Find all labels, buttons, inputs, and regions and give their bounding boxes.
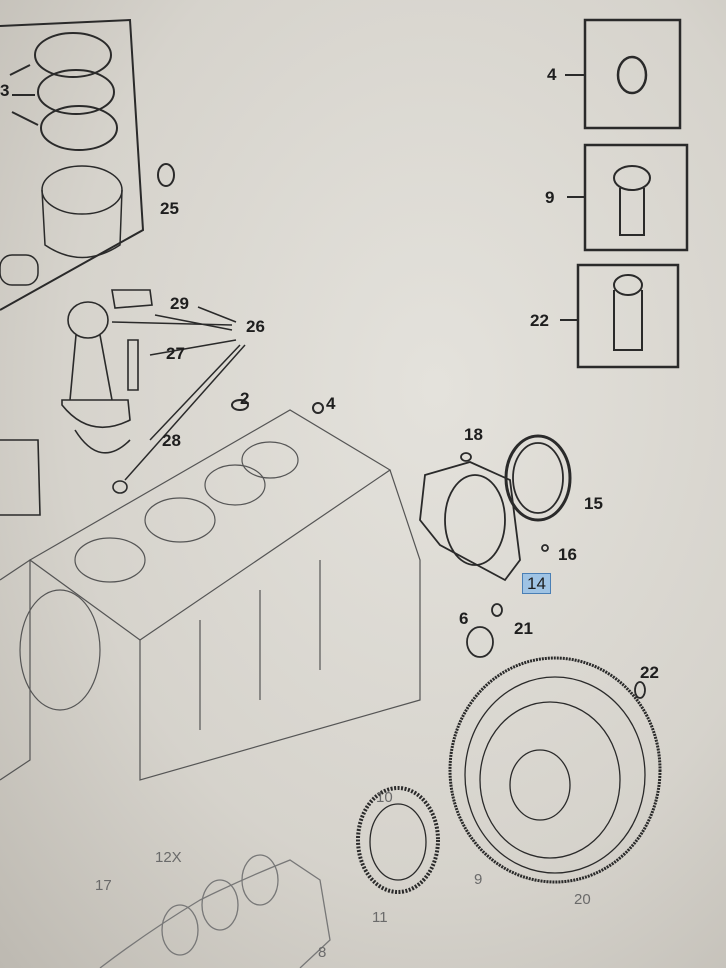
callout-8[interactable]: 8 [318, 944, 327, 961]
piston-kit-box [0, 18, 145, 311]
callout-27[interactable]: 27 [166, 344, 185, 363]
callout-14-highlighted[interactable]: 14 [522, 573, 551, 594]
callout-28[interactable]: 28 [162, 431, 181, 450]
callout-15[interactable]: 15 [584, 494, 603, 513]
callout-18[interactable]: 18 [464, 425, 483, 444]
callout-9[interactable]: 9 [474, 871, 483, 888]
callout-2[interactable]: 2 [240, 389, 250, 408]
engine-block [0, 399, 421, 781]
callout-22[interactable]: 22 [640, 663, 659, 682]
snap-ring [157, 163, 175, 187]
callout-10[interactable]: 10 [376, 789, 393, 806]
callout-3[interactable]: 3 [0, 81, 10, 100]
callout-21[interactable]: 21 [514, 619, 533, 638]
callout-12x[interactable]: 12X [155, 849, 182, 866]
callout-9-box[interactable]: 9 [545, 188, 555, 207]
callout-20[interactable]: 20 [574, 891, 591, 908]
callout-6[interactable]: 6 [459, 609, 469, 628]
callout-22-box[interactable]: 22 [530, 311, 549, 330]
flywheel [448, 656, 662, 884]
callout-4-box[interactable]: 4 [547, 65, 557, 84]
part-box-4 [583, 18, 682, 130]
crankshaft [99, 854, 331, 968]
callout-16[interactable]: 16 [558, 545, 577, 564]
connecting-rod [0, 289, 153, 516]
callout-26[interactable]: 26 [246, 317, 265, 336]
part-box-22 [576, 263, 680, 369]
callout-29[interactable]: 29 [170, 294, 189, 313]
callout-4[interactable]: 4 [326, 394, 336, 413]
callout-11[interactable]: 11 [372, 909, 388, 926]
ring-gear [356, 786, 440, 894]
callout-17[interactable]: 17 [95, 877, 112, 894]
rear-seal-housing [419, 434, 646, 699]
callout-25[interactable]: 25 [160, 199, 179, 218]
leader-lines [111, 306, 246, 481]
